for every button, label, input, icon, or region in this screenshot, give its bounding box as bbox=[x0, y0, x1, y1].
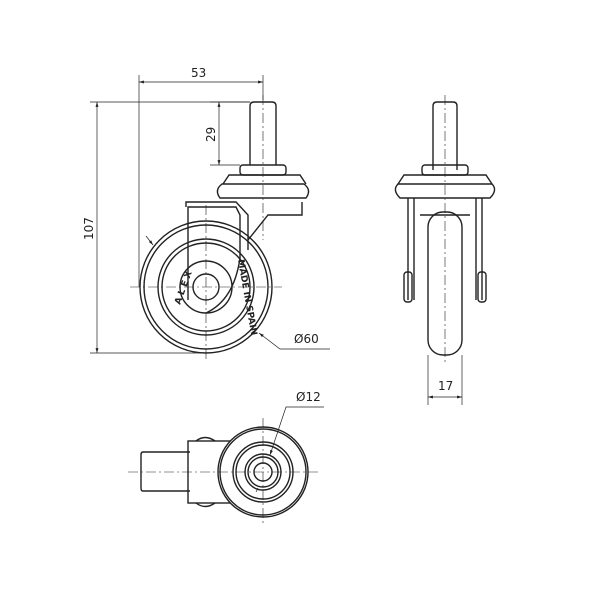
dim-wheel-width: 17 bbox=[438, 379, 453, 393]
dim-wheel-diameter: Ø60 bbox=[294, 332, 319, 346]
bottom-dimensions: Ø12 bbox=[255, 390, 324, 493]
dim-offset-width: 53 bbox=[191, 66, 206, 80]
dim-stem-height: 29 bbox=[204, 127, 218, 142]
wheel-emboss-origin: MADE IN SPAIN bbox=[235, 259, 258, 336]
dim-hole-diameter: Ø12 bbox=[296, 390, 321, 404]
front-view: ALEX MADE IN SPAIN bbox=[130, 95, 310, 360]
front-dimensions: 53 29 107 Ø60 bbox=[82, 66, 330, 354]
side-view bbox=[394, 95, 496, 365]
bottom-view bbox=[128, 418, 318, 524]
side-dimensions: 17 bbox=[427, 355, 463, 405]
dim-total-height: 107 bbox=[82, 217, 96, 240]
